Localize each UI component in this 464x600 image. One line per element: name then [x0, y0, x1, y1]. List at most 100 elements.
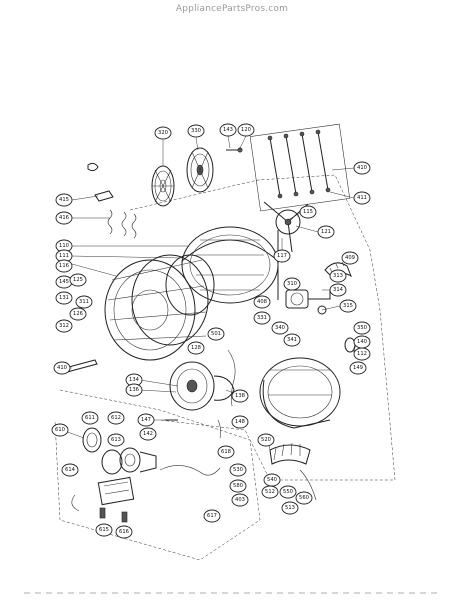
callout-403: 403 — [231, 493, 249, 507]
callout-143: 143 — [219, 123, 237, 137]
group-boundary-line — [129, 174, 396, 481]
spring-set — [107, 209, 137, 239]
motor-wire — [217, 349, 236, 439]
callout-613: 613 — [107, 433, 125, 447]
callout-label: 618 — [221, 449, 231, 455]
callout-550: 550 — [279, 485, 297, 499]
callout-label: 615 — [99, 527, 109, 533]
callout-label: 126 — [73, 311, 83, 317]
callout-label: 341 — [287, 337, 297, 343]
rotor-hub — [186, 147, 214, 193]
callout-label: 312 — [59, 323, 69, 329]
callout-310: 310 — [283, 277, 301, 291]
drain-pump — [285, 289, 331, 309]
callout-610: 610 — [51, 423, 69, 437]
callout-label: 330 — [191, 128, 201, 134]
callout-410b: 410 — [53, 361, 71, 375]
callout-112: 112 — [353, 347, 371, 361]
callout-label: 320 — [158, 130, 168, 136]
callout-label: 520 — [261, 437, 271, 443]
callout-label: 340 — [275, 325, 285, 331]
thermistor — [94, 190, 114, 202]
callout-410: 410 — [353, 161, 371, 175]
callout-label: 513 — [285, 505, 295, 511]
callout-label: 131 — [59, 295, 69, 301]
callout-560: 560 — [295, 491, 313, 505]
callout-label: 112 — [357, 351, 367, 357]
callout-513: 513 — [281, 501, 299, 515]
shock-absorber-set — [249, 123, 351, 212]
callout-121: 121 — [317, 225, 335, 239]
callout-409: 409 — [341, 251, 359, 265]
callout-label: 616 — [119, 529, 129, 535]
callout-416: 416 — [55, 211, 73, 225]
callout-label: 311 — [79, 299, 89, 305]
callout-136: 136 — [125, 383, 143, 397]
callout-340: 340 — [271, 321, 289, 335]
callout-530: 530 — [229, 463, 247, 477]
callout-350: 350 — [353, 321, 371, 335]
callout-142: 142 — [139, 427, 157, 441]
callout-label: 147 — [141, 417, 151, 423]
lower-tub — [259, 357, 341, 429]
callout-label: 580 — [233, 483, 243, 489]
pump-housing — [82, 427, 102, 453]
pump-screws — [99, 507, 128, 523]
callout-label: 540 — [267, 477, 277, 483]
callout-520: 520 — [257, 433, 275, 447]
callout-140: 140 — [353, 335, 371, 349]
callout-611: 611 — [81, 411, 99, 425]
rear-tub — [181, 226, 279, 304]
callout-138: 138 — [231, 389, 249, 403]
callout-label: 613 — [111, 437, 121, 443]
callout-415: 415 — [55, 193, 73, 207]
callout-label: 416 — [59, 215, 69, 221]
callout-label: 560 — [299, 495, 309, 501]
callout-label: 136 — [129, 387, 139, 393]
wire-harness — [71, 465, 221, 512]
callout-label: 530 — [233, 467, 243, 473]
callout-label: 134 — [129, 377, 140, 383]
callout-label: 403 — [235, 497, 245, 503]
callout-126: 126 — [69, 307, 87, 321]
callout-label: 140 — [357, 339, 367, 345]
callout-313: 313 — [329, 269, 347, 283]
callout-501: 501 — [207, 327, 225, 341]
pump-motor — [101, 447, 157, 475]
callout-614: 614 — [61, 463, 79, 477]
callout-label: 350 — [357, 325, 367, 331]
callout-label: 149 — [353, 365, 363, 371]
callout-411: 411 — [353, 191, 371, 205]
callout-label: 128 — [191, 345, 201, 351]
watermark-text: AppliancePartsPros.com — [175, 4, 289, 14]
callout-label: 331 — [257, 315, 267, 321]
callout-label: 411 — [357, 195, 367, 201]
callout-label: 115 — [303, 209, 313, 215]
callout-540: 540 — [263, 473, 281, 487]
callout-label: 143 — [223, 127, 233, 133]
callout-128: 128 — [187, 341, 205, 355]
callout-330: 330 — [187, 124, 205, 138]
pump-clip — [317, 305, 327, 315]
callout-145: 145 — [55, 275, 73, 289]
front-tub — [104, 254, 209, 361]
hose-clamp — [299, 469, 317, 501]
callout-label: 121 — [321, 229, 331, 235]
callout-618: 618 — [217, 445, 235, 459]
callout-label: 117 — [277, 253, 287, 259]
group-boundary-line-lower — [54, 389, 261, 561]
callout-147: 147 — [137, 413, 155, 427]
callout-125: 125 — [69, 273, 87, 287]
callout-120: 120 — [237, 123, 255, 137]
callout-label: 148 — [235, 419, 245, 425]
callout-label: 612 — [111, 415, 121, 421]
callout-580: 580 — [229, 479, 247, 493]
callout-115: 115 — [299, 205, 317, 219]
callout-label: 617 — [207, 513, 217, 519]
callout-117: 117 — [273, 249, 291, 263]
callout-110: 110 — [55, 239, 73, 253]
footer-copyright-strip — [24, 592, 440, 594]
callout-612: 612 — [107, 411, 125, 425]
callout-label: 410 — [357, 165, 367, 171]
